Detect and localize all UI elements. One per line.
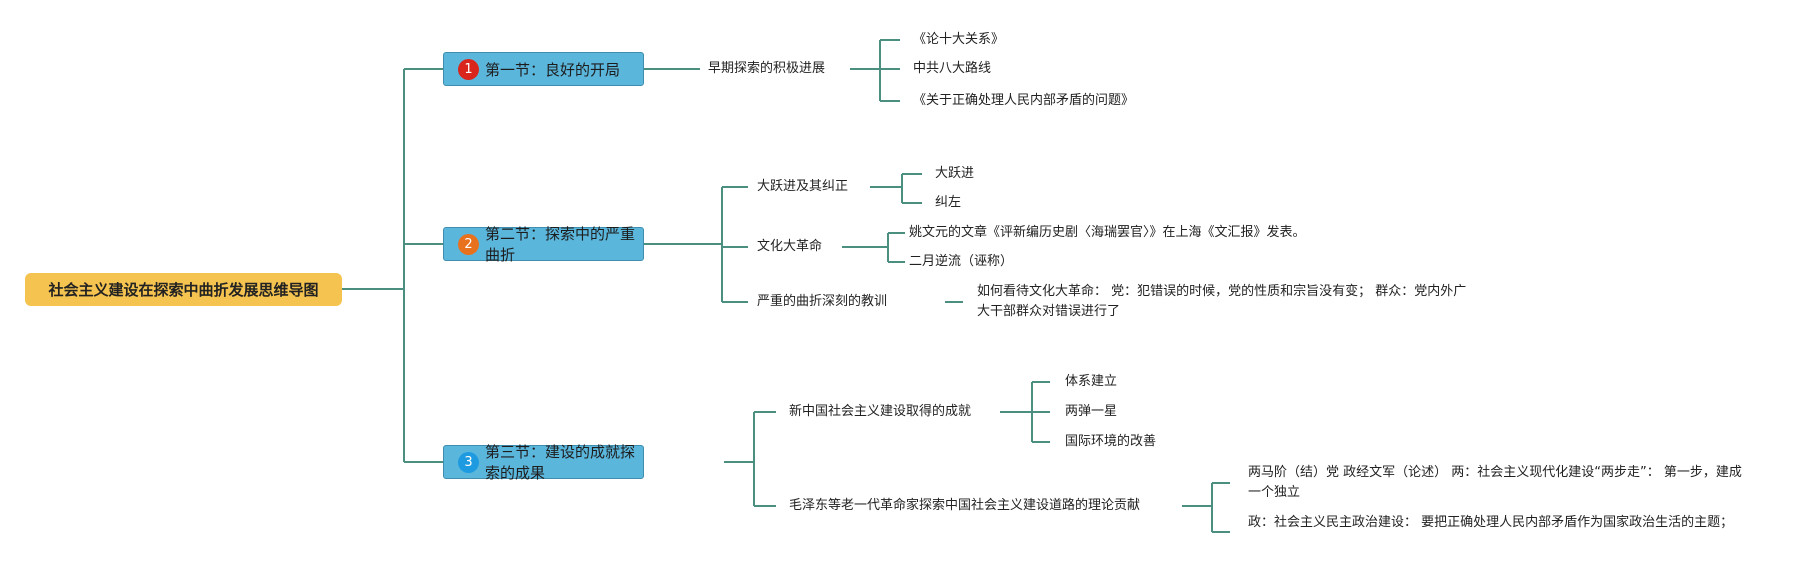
s2-topic-3[interactable]: 严重的曲折深刻的教训 <box>757 294 888 309</box>
s2-topic-1[interactable]: 大跃进及其纠正 <box>757 179 849 194</box>
s3-topic-1-item-1[interactable]: 体系建立 <box>1065 374 1118 389</box>
number-badge-2: 2 <box>458 233 479 255</box>
s1-item-3[interactable]: 《关于正确处理人民内部矛盾的问题》 <box>913 93 1135 108</box>
section-3-title: 第三节：建设的成就探索的成果 <box>485 443 636 482</box>
s2-topic-1-item-1[interactable]: 大跃进 <box>935 166 975 181</box>
section-2-node[interactable]: 2 第二节：探索中的严重曲折 <box>443 225 644 264</box>
s3-topic-1[interactable]: 新中国社会主义建设取得的成就 <box>789 404 972 419</box>
s3-topic-2-item-2[interactable]: 政：社会主义民主政治建设： 要把正确处理人民内部矛盾作为国家政治生活的主题； <box>1248 515 1734 530</box>
s2-topic-2[interactable]: 文化大革命 <box>757 239 823 254</box>
s3-topic-2[interactable]: 毛泽东等老一代革命家探索中国社会主义建设道路的理论贡献 <box>789 498 1141 513</box>
root-topic[interactable]: 社会主义建设在探索中曲折发展思维导图 <box>25 273 342 306</box>
s3-topic-1-item-2[interactable]: 两弹一星 <box>1065 404 1118 419</box>
s2-topic-2-item-1[interactable]: 姚文元的文章《评新编历史剧〈海瑞罢官〉》在上海《文汇报》发表。 <box>909 225 1306 240</box>
s1-item-1[interactable]: 《论十大关系》 <box>913 32 1005 47</box>
s2-topic-3-note[interactable]: 如何看待文化大革命： 党：犯错误的时候，党的性质和宗旨没有变； 群众：党内外广大… <box>977 284 1467 319</box>
number-badge-3: 3 <box>458 451 479 473</box>
number-badge-1: 1 <box>458 58 479 80</box>
s2-topic-1-item-2[interactable]: 纠左 <box>935 195 962 210</box>
s1-item-2[interactable]: 中共八大路线 <box>913 61 992 76</box>
section-1-node[interactable]: 1 第一节：良好的开局 <box>443 52 644 86</box>
section-3-node[interactable]: 3 第三节：建设的成就探索的成果 <box>443 443 644 482</box>
s1-topic[interactable]: 早期探索的积极进展 <box>708 61 826 76</box>
s2-topic-2-item-2[interactable]: 二月逆流（诬称） <box>909 254 1014 269</box>
section-2-title: 第二节：探索中的严重曲折 <box>485 225 636 264</box>
s3-topic-1-item-3[interactable]: 国际环境的改善 <box>1065 434 1157 449</box>
s3-topic-2-item-1[interactable]: 两马阶（结）党 政经文军（论述） 两：社会主义现代化建设“两步走”： 第一步，建… <box>1248 465 1742 500</box>
section-1-title: 第一节：良好的开局 <box>485 60 621 79</box>
